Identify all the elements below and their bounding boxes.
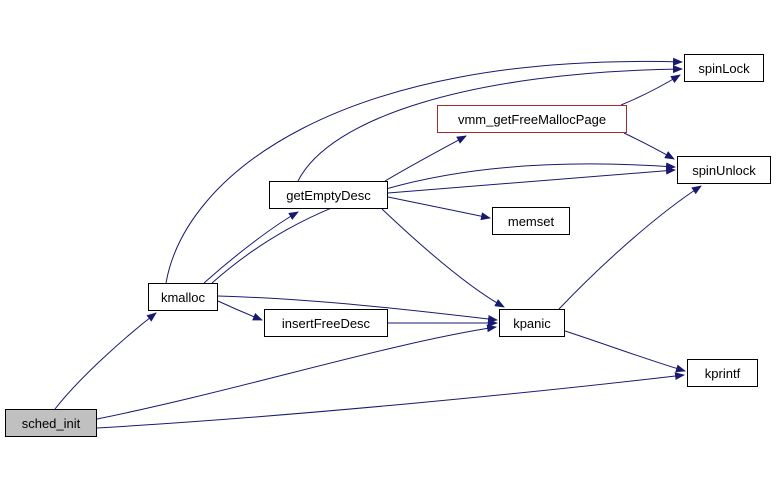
node-sched_init: sched_init <box>5 409 97 437</box>
edge-getEmptyDesc-to-spinUnlock <box>387 166 676 194</box>
edge-kmalloc-to-spinLock <box>165 57 683 284</box>
edge-kmalloc-to-getEmptyDesc <box>203 211 299 284</box>
edge-kmalloc-to-insertFreeDesc <box>217 300 263 321</box>
edge-sched_init-to-kmalloc <box>54 312 157 410</box>
edge-sched_init-to-kprintf <box>96 372 685 429</box>
node-vmm_getFreeMallocPage[interactable]: vmm_getFreeMallocPage <box>437 105 627 133</box>
edge-vmm_getFreeMallocPage-to-spinUnlock <box>623 132 675 160</box>
node-kprintf[interactable]: kprintf <box>687 359 758 387</box>
edge-kpanic-to-spinUnlock <box>558 185 702 310</box>
edge-getEmptyDesc-to-vmm_getFreeMallocPage <box>384 135 467 182</box>
edge-getEmptyDesc-to-spinLock <box>297 65 683 182</box>
edge-kpanic-to-kprintf <box>564 330 686 373</box>
node-kmalloc[interactable]: kmalloc <box>148 283 218 311</box>
edge-getEmptyDesc-to-memset <box>387 196 491 221</box>
edge-sched_init-to-kpanic <box>96 324 497 420</box>
node-spinUnlock[interactable]: spinUnlock <box>677 156 771 184</box>
node-spinLock[interactable]: spinLock <box>684 54 764 82</box>
node-kpanic[interactable]: kpanic <box>499 309 565 337</box>
edge-kmalloc-to-kpanic <box>217 295 498 323</box>
node-insertFreeDesc[interactable]: insertFreeDesc <box>264 309 388 337</box>
node-memset[interactable]: memset <box>492 207 570 235</box>
node-getEmptyDesc[interactable]: getEmptyDesc <box>269 181 388 209</box>
edge-getEmptyDesc-to-kpanic <box>381 208 505 308</box>
edge-vmm_getFreeMallocPage-to-spinLock <box>620 74 681 106</box>
